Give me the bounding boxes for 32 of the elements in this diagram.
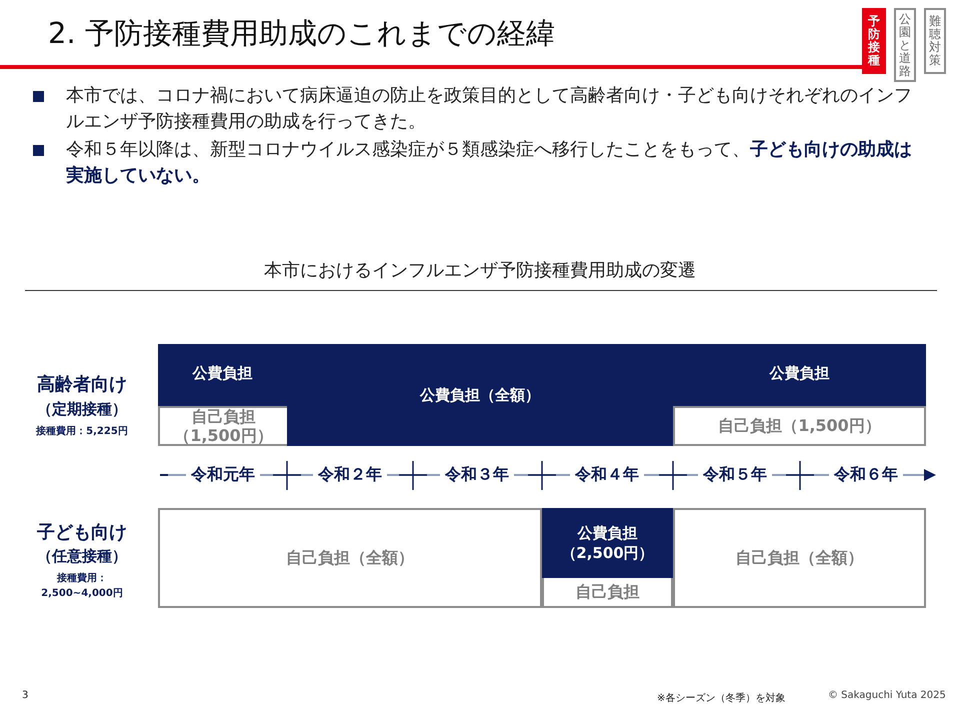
year-label: 令和６年 [829, 464, 903, 486]
row-label: 子ども向け [37, 521, 127, 544]
year-label: 令和３年 [440, 464, 514, 486]
page-number: 3 [22, 690, 28, 701]
self-pay-box: 自己負担（1,500円） [158, 406, 287, 446]
year-label: 令和４年 [570, 464, 644, 486]
public-funding-box: 公費負担（全額） [287, 344, 673, 446]
copyright: © Sakaguchi Yuta 2025 [828, 690, 946, 701]
slide-title: 2. 予防接種費用助成のこれまでの経緯 [48, 15, 555, 52]
cost-note: 接種費用：5,225円 [36, 424, 128, 438]
self-pay-box: 自己負担（全額） [673, 508, 926, 608]
section-tab: 難聴対策 [924, 8, 946, 74]
year-label: 令和元年 [186, 464, 260, 486]
row-sublabel: （定期接種） [37, 400, 127, 419]
year-label: 令和５年 [698, 464, 772, 486]
year-label: 令和２年 [313, 464, 387, 486]
chart-title: 本市におけるインフルエンザ予防接種費用助成の変遷 [264, 259, 696, 282]
bullet-text: 令和５年以降は、新型コロナウイルス感染症が５類感染症へ移行したことをもって、子ども向けの助成は実施していない。 [66, 138, 913, 188]
self-pay-box: 自己負担（1,500円） [673, 406, 926, 446]
row-sublabel: （任意接種） [37, 547, 127, 566]
public-funding-box: 公費負担 [673, 344, 926, 406]
row-label: 高齢者向け [37, 373, 127, 396]
cost-note: 接種費用： [57, 572, 107, 585]
cost-note: 2,500~4,000円 [41, 587, 123, 600]
public-funding-box: 公費負担（2,500円） [542, 508, 673, 578]
self-pay-box: 自己負担 [542, 578, 673, 608]
bullet-text: 本市では、コロナ禍において病床逼迫の防止を政策目的として高齢者向け・子ども向けそれぞれのインフルエンザ予防接種費用の助成を行ってきた。 [66, 84, 913, 134]
self-pay-box: 自己負担（全額） [158, 508, 542, 608]
section-tab: 予防接種 [862, 8, 886, 74]
section-tab: 公園と道路 [894, 8, 916, 82]
public-funding-box: 公費負担 [158, 344, 287, 406]
footnote: ※各シーズン（冬季）を対象 [657, 692, 786, 705]
